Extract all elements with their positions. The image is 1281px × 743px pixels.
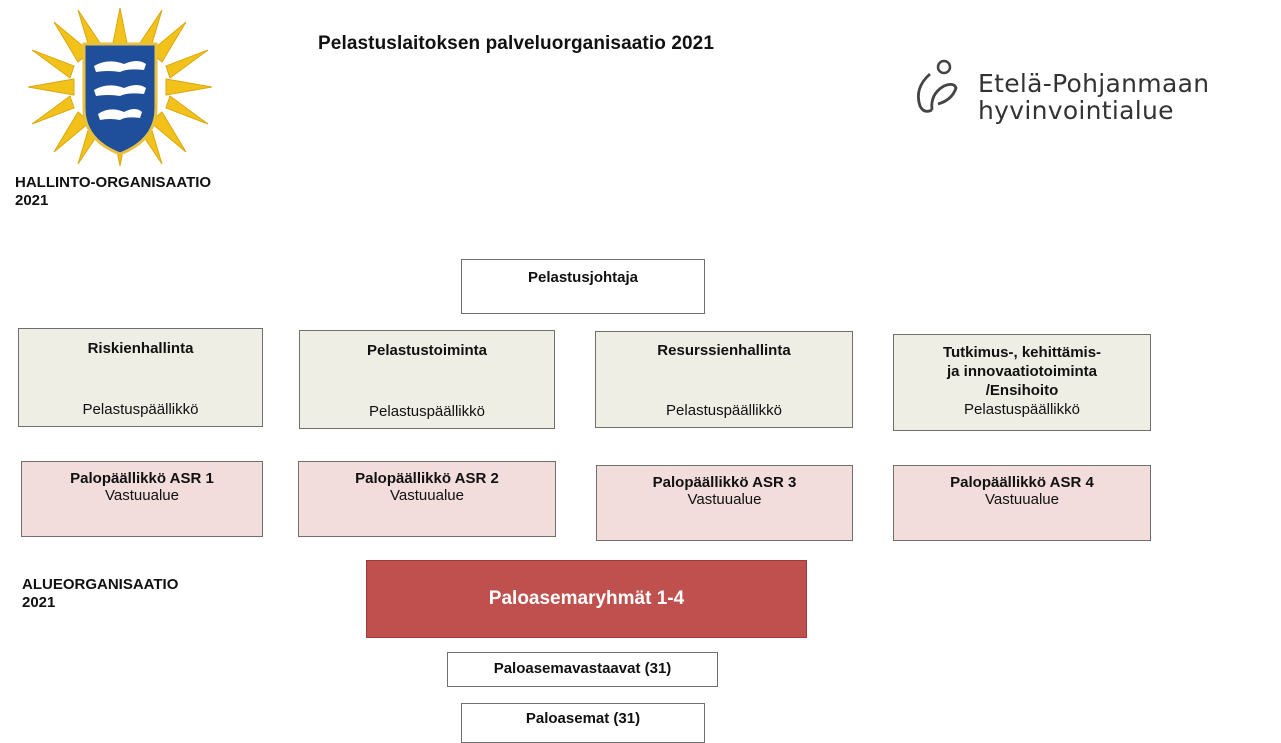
organization-logo-text: Etelä-Pohjanmaan hyvinvointialue <box>978 69 1210 125</box>
division-title: /Ensihoito <box>985 382 1059 399</box>
division-role: Pelastuspäällikkö <box>82 401 199 418</box>
area-title: Palopäällikkö ASR 2 <box>355 470 499 487</box>
station-groups-box: Paloasemaryhmät 1-4 <box>366 560 807 638</box>
area-box-asr2: Palopäällikkö ASR 2 Vastuualue <box>298 461 556 537</box>
admin-org-label: HALLINTO-ORGANISAATIO 2021 <box>15 174 212 209</box>
region-org-label: ALUEORGANISAATIO 2021 <box>22 576 179 611</box>
division-box-pelastustoiminta: Pelastustoiminta Pelastuspäällikkö <box>299 330 555 429</box>
area-box-asr4: Palopäällikkö ASR 4 Vastuualue <box>893 465 1151 541</box>
division-box-riskienhallinta: Riskienhallinta Pelastuspäällikkö <box>18 328 263 427</box>
division-title: ja innovaatiotoiminta <box>946 363 1097 380</box>
division-title: Riskienhallinta <box>87 340 194 357</box>
chief-box: Pelastusjohtaja <box>461 259 705 314</box>
area-sub: Vastuualue <box>985 491 1059 508</box>
area-sub: Vastuualue <box>105 487 179 504</box>
area-title: Palopäällikkö ASR 1 <box>70 470 214 487</box>
rescue-crest-icon <box>28 8 212 166</box>
division-title: Pelastustoiminta <box>366 342 488 359</box>
station-managers-box: Paloasemavastaavat (31) <box>447 652 718 687</box>
stations-box: Paloasemat (31) <box>461 703 705 743</box>
area-sub: Vastuualue <box>390 487 464 504</box>
stations-label: Paloasemat (31) <box>525 710 641 727</box>
division-role: Pelastuspäällikkö <box>666 402 782 419</box>
division-role: Pelastuspäällikkö <box>369 403 485 420</box>
division-title: Tutkimus-, kehittämis- <box>942 344 1102 361</box>
division-box-resurssienhallinta: Resurssienhallinta Pelastuspäällikkö <box>595 331 853 428</box>
area-title: Palopäällikkö ASR 3 <box>652 474 797 491</box>
area-box-asr3: Palopäällikkö ASR 3 Vastuualue <box>596 465 853 541</box>
chief-title: Pelastusjohtaja <box>527 269 639 286</box>
area-title: Palopäällikkö ASR 4 <box>950 474 1094 491</box>
leaf-person-icon <box>916 59 958 113</box>
station-managers-label: Paloasemavastaavat (31) <box>493 660 672 677</box>
division-role: Pelastuspäällikkö <box>964 401 1080 418</box>
station-groups-label: Paloasemaryhmät 1-4 <box>488 588 685 609</box>
area-box-asr1: Palopäällikkö ASR 1 Vastuualue <box>21 461 263 537</box>
area-sub: Vastuualue <box>687 491 762 508</box>
division-title: Resurssienhallinta <box>657 342 791 359</box>
division-box-tutkimus: Tutkimus-, kehittämis- ja innovaatiotoim… <box>893 334 1151 431</box>
page-title: Pelastuslaitoksen palveluorganisaatio 20… <box>318 33 714 54</box>
